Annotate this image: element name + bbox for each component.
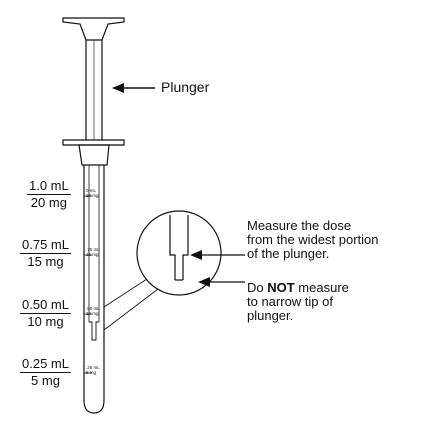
magnifier-circle (136, 210, 222, 296)
plunger-cap (62, 17, 125, 41)
do-not-measure-note: Do NOT measure to narrow tip of plunger. (247, 280, 349, 323)
plunger-tip (89, 321, 99, 341)
plunger-rod (85, 40, 103, 140)
scale-label-075ml: 0.75 mL 15 mg (20, 237, 71, 269)
measure-dose-note: Measure the dose from the widest portion… (247, 218, 379, 261)
plunger-label: Plunger (161, 79, 210, 95)
scale-label-1ml: 1.0 mL 20 mg (27, 178, 71, 210)
inner-plunger (88, 165, 100, 322)
syringe-barrel (83, 165, 105, 414)
scale-label-050ml: 0.50 mL 10 mg (20, 297, 71, 329)
scale-label-025ml: 0.25 mL 5 mg (20, 356, 71, 388)
barrel-collar (78, 144, 110, 166)
finger-flange (62, 139, 125, 146)
